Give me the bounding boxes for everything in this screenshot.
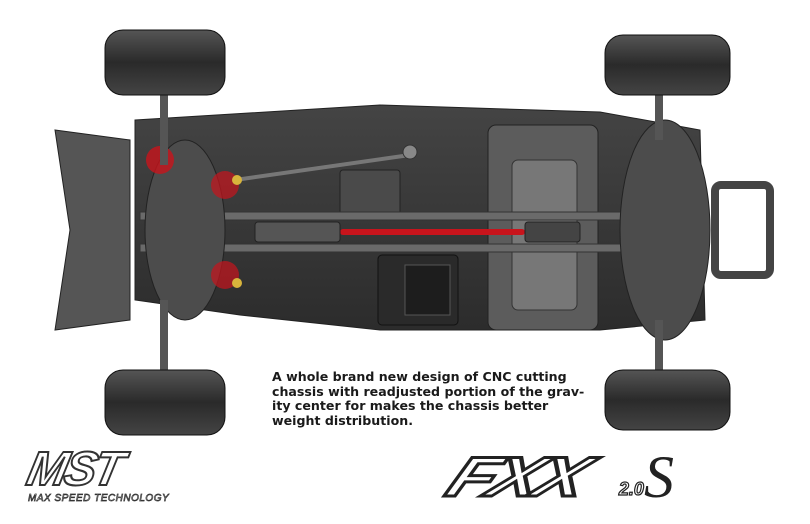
servo xyxy=(339,169,401,216)
rear-hub xyxy=(619,119,711,341)
feature-description: A whole brand new design of CNC cutting … xyxy=(272,369,592,428)
suspension-arm xyxy=(160,95,168,165)
front-bumper xyxy=(54,129,131,331)
suspension-arm xyxy=(160,300,168,370)
driveshaft xyxy=(340,229,525,235)
red-spring xyxy=(211,171,239,199)
model-suffix: S xyxy=(643,444,674,510)
esc-fan xyxy=(404,264,451,316)
model-version: 2.0 xyxy=(618,478,644,499)
gold-ball-joint xyxy=(232,175,242,185)
tire-front-right xyxy=(104,369,226,436)
mst-logo: MST MAX SPEED TECHNOLOGY xyxy=(21,442,170,505)
description-line: weight distribution. xyxy=(272,412,413,428)
tire-rear-right xyxy=(604,369,731,431)
fxx-logo: FXX 2.0 S xyxy=(435,443,674,510)
front-hub xyxy=(144,139,226,321)
description-line: ity center for makes the chassis better xyxy=(272,398,549,413)
rear-wing-mount xyxy=(711,181,774,279)
rear-gearbox xyxy=(524,221,581,243)
brand-tagline: MAX SPEED TECHNOLOGY xyxy=(28,493,170,505)
gold-ball-joint xyxy=(232,278,242,288)
steering-link-end xyxy=(402,144,418,160)
tire-front-left xyxy=(104,29,226,96)
tire-rear-left xyxy=(604,34,731,96)
front-gearbox xyxy=(254,221,341,243)
suspension-arm xyxy=(655,320,663,370)
model-name: FXX xyxy=(435,443,599,509)
steering-link xyxy=(234,153,411,182)
red-spring xyxy=(211,261,239,289)
description-line: A whole brand new design of CNC cutting xyxy=(272,369,567,384)
description-line: chassis with readjusted portion of the g… xyxy=(272,383,585,399)
suspension-arm xyxy=(655,95,663,140)
brand-name: MST xyxy=(21,442,127,497)
